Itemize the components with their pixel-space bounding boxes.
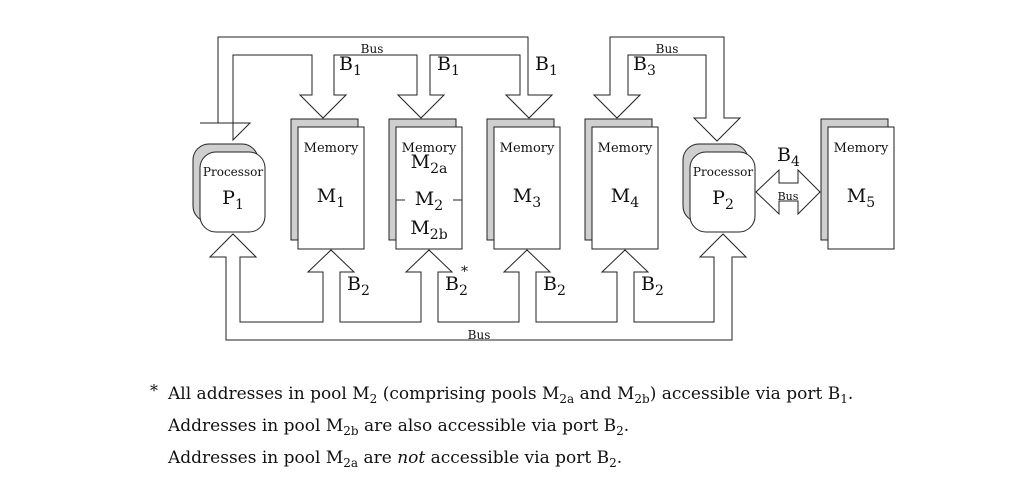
svg-text:M1: M1	[317, 185, 345, 211]
svg-text:P1: P1	[222, 187, 244, 213]
port-label-b1-c: B1	[535, 53, 558, 79]
memory-m2: Memory M2a M2 M2b	[388, 118, 463, 250]
memory-m1-title: Memory	[304, 141, 359, 156]
port-label-b2-c: B2	[543, 273, 566, 299]
svg-text:M2a: M2a	[411, 151, 448, 177]
bus-label-bottom: Bus	[468, 328, 491, 342]
memory-m4: Memory M4	[584, 118, 659, 250]
footnote-line-3: Addresses in pool M2a are not accessible…	[168, 448, 623, 470]
memory-m2-title: Memory	[402, 141, 457, 156]
memory-m5-title: Memory	[834, 141, 889, 156]
svg-text:M3: M3	[513, 185, 541, 211]
port-label-b3: B3	[633, 53, 656, 79]
processor-p2: Processor P2	[682, 143, 756, 233]
footnote-line-2: Addresses in pool M2b are also accessibl…	[168, 416, 630, 438]
footnote-line-1: *All addresses in pool M2 (comprising po…	[150, 378, 1010, 410]
memory-m4-title: Memory	[598, 141, 653, 156]
memory-m1-symbol: M	[317, 185, 336, 207]
svg-text:M2: M2	[415, 188, 443, 214]
memory-m2-symbol: M	[415, 188, 434, 210]
memory-m2a-symbol: M	[411, 151, 430, 173]
svg-text:M2b: M2b	[410, 217, 447, 243]
memory-m4-symbol: M	[611, 185, 630, 207]
port-label-b2-asterisk: *	[461, 264, 468, 280]
memory-m1: Memory M1	[290, 118, 365, 250]
processor-p1-symbol: P	[222, 187, 235, 209]
memory-m2b-symbol: M	[410, 217, 429, 239]
svg-text:M4: M4	[611, 185, 639, 211]
port-label-b4: B4	[777, 144, 800, 170]
bus-label-side: Bus	[778, 190, 799, 203]
memory-m3-symbol: M	[513, 185, 532, 207]
svg-text:M5: M5	[847, 185, 875, 211]
bus-b1	[200, 36, 554, 142]
bus-b3	[592, 36, 742, 142]
memory-m5-symbol: M	[847, 185, 866, 207]
memory-m5: Memory M5	[820, 118, 895, 250]
processor-p2-title: Processor	[693, 165, 753, 179]
bus-b2	[208, 233, 748, 341]
port-label-b2-star: B2	[445, 273, 468, 299]
svg-text:P2: P2	[712, 187, 734, 213]
bus-label-top-left: Bus	[361, 42, 384, 56]
memory-m3: Memory M3	[486, 118, 561, 250]
processor-p1: Processor P1	[192, 143, 266, 233]
port-label-b1-a: B1	[339, 53, 362, 79]
footnote: *All addresses in pool M2 (comprising po…	[150, 378, 1010, 474]
footnote-asterisk: *	[150, 381, 158, 400]
bus-label-top-right: Bus	[656, 42, 679, 56]
memory-m3-title: Memory	[500, 141, 555, 156]
processor-p1-title: Processor	[203, 165, 263, 179]
port-label-b1-b: B1	[437, 53, 460, 79]
processor-p2-symbol: P	[712, 187, 725, 209]
port-label-b2-d: B2	[641, 273, 664, 299]
bus-b4	[755, 168, 821, 216]
port-label-b2-a: B2	[347, 273, 370, 299]
